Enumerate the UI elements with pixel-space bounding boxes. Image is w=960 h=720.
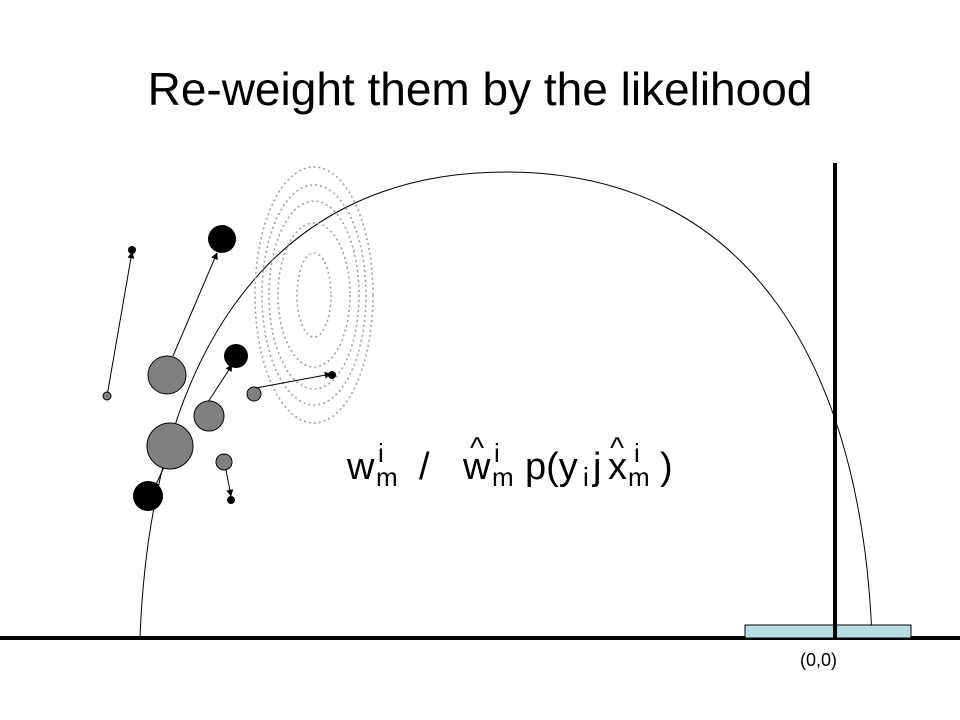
particle-medium-1 (193, 400, 225, 432)
formula-sub-i: i (583, 462, 589, 492)
origin-label: (0,0) (800, 650, 838, 670)
sensor-box (744, 624, 912, 639)
formula-sup-i: i (378, 438, 384, 468)
slide-title: Re-weight them by the likelihood (147, 63, 813, 115)
formula-w: w (347, 446, 375, 488)
prior-particles (102, 355, 262, 471)
particle-small-3 (215, 453, 233, 471)
formula-close: ) (660, 446, 673, 488)
particle-small-1 (102, 391, 112, 401)
contour-ring-3 (268, 200, 360, 390)
formula-sub-m-3: m (628, 462, 650, 492)
formula-sup-i-3: i (634, 438, 640, 468)
formula-p-open: p(y (525, 446, 578, 488)
formula-sub-m: m (376, 462, 398, 492)
formula-relation: / (419, 446, 430, 488)
formula-x-hat: x (608, 446, 627, 488)
arrow-1 (106, 251, 135, 397)
formula-given: j (593, 446, 602, 488)
weighted-particle-2 (208, 225, 236, 253)
weighted-particle-4 (328, 371, 336, 379)
reweight-formula: w i m / w ^ i m p(y i j x ^ i m ) (0, 434, 960, 500)
particle-large-1 (147, 355, 187, 395)
weighted-particles (128, 225, 336, 511)
formula-w-hat: w (463, 446, 491, 488)
formula-sub-m-2: m (492, 462, 514, 492)
arrow-6 (225, 469, 234, 497)
likelihood-contours (254, 166, 374, 424)
formula-sup-i-2: i (494, 438, 500, 468)
weighted-particle-3 (224, 344, 248, 368)
contour-ring-4 (261, 184, 367, 406)
weighted-particle-5 (133, 481, 163, 511)
arc-curve (139, 171, 873, 639)
arrow-2 (172, 252, 218, 357)
formula-hat-1: ^ (470, 432, 485, 465)
weighted-particle-1 (128, 246, 136, 254)
contour-ring-1 (296, 252, 332, 338)
contour-ring-5 (254, 166, 374, 424)
formula-hat-2: ^ (610, 432, 625, 465)
motion-arrows (106, 251, 332, 497)
particle-large-2 (146, 422, 194, 470)
particle-small-2 (246, 386, 262, 402)
weighted-particle-6 (227, 496, 235, 504)
arrow-3 (207, 364, 233, 403)
contour-ring-2 (277, 222, 351, 368)
arrow-4 (255, 371, 332, 389)
